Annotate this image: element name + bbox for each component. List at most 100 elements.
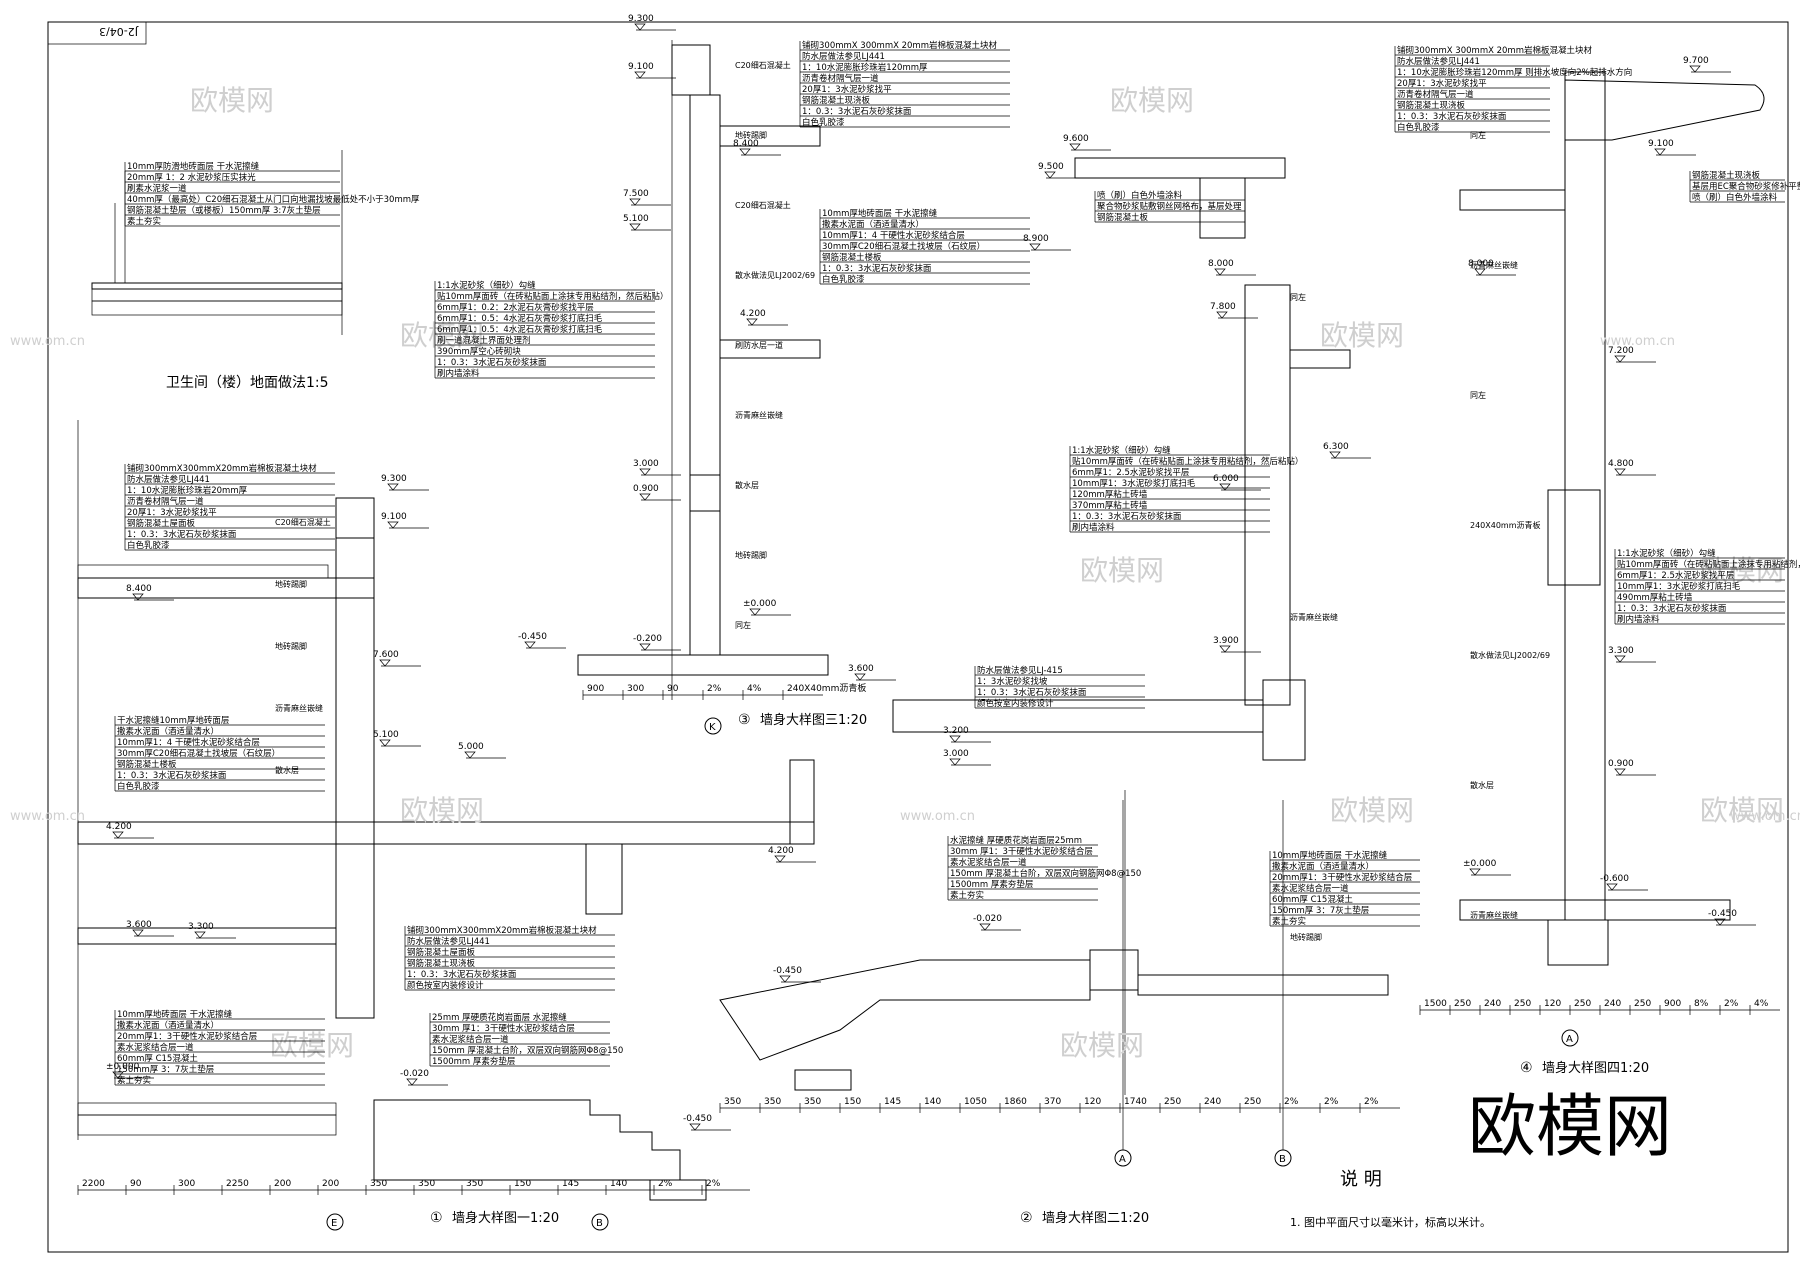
elevation-marker bbox=[1614, 655, 1626, 663]
elevation-label: 9.300 bbox=[381, 474, 407, 484]
elevation-label: 3.300 bbox=[1608, 646, 1634, 656]
d1-parapet bbox=[335, 497, 375, 539]
d4-elevation: 3.300 bbox=[1608, 646, 1656, 663]
d4-wall-note-line: 10mm厚1：3水泥砂浆打底扫毛 bbox=[1617, 581, 1741, 592]
elevation-marker bbox=[1219, 645, 1231, 653]
elevation-label: 9.100 bbox=[381, 512, 407, 522]
d2-roof-note-line: 聚合物砂浆贴敷钢丝网格布，基层处理 bbox=[1097, 201, 1242, 212]
dimension-label: 1740 bbox=[1124, 1097, 1147, 1107]
elevation-label: 3.000 bbox=[633, 459, 659, 469]
d3-floor-note-line: 30mm厚C20细石混凝土找坡层（石纹层） bbox=[822, 241, 985, 252]
elevation-label: 8.900 bbox=[1023, 234, 1049, 244]
d3-roof-note-line: 铺砌300mmX 300mmX 20mm岩棉板混凝土块材 bbox=[802, 40, 997, 51]
callout-label: 散水层 bbox=[275, 765, 299, 775]
bath-note-line: 刷素水泥浆一道 bbox=[127, 183, 187, 194]
callout-label: 散水做法见LJ2002/69 bbox=[735, 270, 815, 280]
sheet-border bbox=[47, 21, 1789, 1253]
d2-wall-note-line: 1:1水泥砂浆（细砂）勾缝 bbox=[1072, 445, 1171, 456]
d2-elevation: 3.900 bbox=[1213, 636, 1261, 653]
d1-ground-layer bbox=[77, 1102, 337, 1116]
dimension-label: 4% bbox=[747, 684, 762, 694]
callout-label: 同左 bbox=[1290, 292, 1306, 302]
d2-wall-note-line: 6mm厚1：2.5水泥砂浆找平层 bbox=[1072, 467, 1189, 478]
d3-floor-note-line: 钢筋混凝土楼板 bbox=[822, 252, 882, 263]
d4-roof-note-line: 沥青卷材隔气层一道 bbox=[1397, 89, 1474, 100]
d2-wall-note-line: 10mm厚1：3水泥砂浆打底扫毛 bbox=[1072, 478, 1196, 489]
watermark: 欧模网 bbox=[1700, 794, 1784, 827]
d1-floor-note-line: 白色乳胶漆 bbox=[117, 781, 160, 792]
watermark: 欧模网 bbox=[400, 794, 484, 827]
elevation-label: -0.200 bbox=[633, 634, 662, 644]
elevation-label: 0.900 bbox=[633, 484, 659, 494]
dimension-label: 240X40mm沥青板 bbox=[787, 682, 866, 694]
d2-stair-note-line: 水泥擦缝 厚硬质花岗岩面层25mm bbox=[950, 835, 1082, 846]
d1-stair-note-line: 1500mm 厚素夯垫层 bbox=[432, 1056, 515, 1067]
axis-label: K bbox=[709, 722, 716, 733]
elevation-marker bbox=[746, 318, 758, 326]
d1-elevation: 3.300 bbox=[188, 922, 236, 939]
dimension-label: 150 bbox=[514, 1179, 531, 1189]
d2-roof-note-line: 喷（刷）白色外墙涂料 bbox=[1097, 190, 1183, 201]
d2-wall-note-line: 贴10mm厚面砖（在砖粘贴面上涂抹专用粘结剂，然后粘贴） bbox=[1072, 456, 1303, 467]
axis-bubble bbox=[1114, 1149, 1132, 1167]
elevation-label: 4.200 bbox=[740, 309, 766, 319]
d1-roof-note-line: 1：0.3：3水泥石灰砂浆抹面 bbox=[127, 529, 237, 540]
sheet-code: J2-04/3 bbox=[99, 25, 139, 38]
elevation-label: 9.600 bbox=[1063, 134, 1089, 144]
d2-ground-note-line: 素水泥浆结合层一道 bbox=[1272, 883, 1349, 894]
d3-wall-note-line: 390mm厚空心砖砌块 bbox=[437, 346, 521, 357]
bath-note-line: 10mm厚防滑地砖面层 干水泥擦缝 bbox=[127, 161, 260, 172]
d4-roof-note-line: 20厚1：3水泥砂浆找平 bbox=[1397, 78, 1487, 89]
d3-elevation: 3.000 bbox=[633, 459, 681, 476]
d4-wall-note-line: 490mm厚粘土砖墙 bbox=[1617, 592, 1693, 603]
d1-floor-note-line: 干水泥擦缝10mm厚地砖面层 bbox=[117, 715, 229, 726]
elevation-label: 6.300 bbox=[1323, 442, 1349, 452]
elevation-marker bbox=[1606, 883, 1618, 891]
elevation-label: 8.000 bbox=[1468, 259, 1494, 269]
dimension-label: 250 bbox=[1634, 999, 1651, 1009]
d1-axis: E bbox=[326, 1213, 344, 1231]
d2-ground-note-line: 20mm厚1：3干硬性水泥砂浆结合层 bbox=[1272, 872, 1412, 883]
dimension-label: 1050 bbox=[964, 1097, 987, 1107]
d4-roof-note-line: 防水层做法参见LJ441 bbox=[1397, 56, 1480, 67]
dimension-label: 2% bbox=[1284, 1097, 1299, 1107]
d4-wall-note: 1:1水泥砂浆（细砂）勾缝贴10mm厚面砖（在砖粘贴面上涂抹专用粘结剂，然后粘贴… bbox=[1614, 548, 1800, 625]
elevation-marker bbox=[629, 223, 641, 231]
d2-ground-note-line: 素土夯实 bbox=[1272, 916, 1306, 927]
elevation-label: 7.200 bbox=[1608, 346, 1634, 356]
d3-roof-note: 铺砌300mmX 300mmX 20mm岩棉板混凝土块材防水层做法参见LJ441… bbox=[799, 40, 1010, 128]
d1-elevation: 9.300 bbox=[381, 474, 429, 491]
dimension-label: 2% bbox=[1364, 1097, 1379, 1107]
elevation-label: 3.200 bbox=[943, 726, 969, 736]
wall-detail-1: ① 墙身大样图一1:20 bbox=[77, 420, 815, 1226]
d4-elevation: 8.000 bbox=[1468, 259, 1516, 276]
elevation-marker bbox=[1714, 918, 1726, 926]
d3-sill bbox=[689, 474, 721, 512]
dimension-label: 2% bbox=[707, 684, 722, 694]
d1-roof-note-line: 沥青卷材隔气层一道 bbox=[127, 496, 204, 507]
callout-label: 地砖踢脚 bbox=[735, 550, 767, 560]
elevation-marker bbox=[132, 929, 144, 937]
axis-label: B bbox=[1279, 1154, 1286, 1165]
watermark-url: www.om.cn bbox=[10, 809, 85, 824]
d1-stair-note-line: 素水泥浆结合层一道 bbox=[432, 1034, 509, 1045]
dimension-label: 140 bbox=[924, 1097, 941, 1107]
elevation-marker bbox=[1614, 768, 1626, 776]
d4-foundation bbox=[1547, 919, 1609, 966]
dimension-label: 120 bbox=[1084, 1097, 1101, 1107]
elevation-label: -0.600 bbox=[1600, 874, 1629, 884]
axis-bubble bbox=[1274, 1149, 1292, 1167]
notes-heading: 说 明 bbox=[1340, 1169, 1382, 1190]
watermark-url: www.om.cn bbox=[900, 809, 975, 824]
elevation-marker bbox=[1029, 243, 1041, 251]
elevation-label: -0.020 bbox=[973, 914, 1002, 924]
d4-elevation: 0.900 bbox=[1608, 759, 1656, 776]
callout-label: C20细石混凝土 bbox=[735, 200, 791, 210]
d3-floor-note-line: 10mm厚地砖面层 干水泥擦缝 bbox=[822, 208, 938, 219]
dimension-label: 200 bbox=[274, 1179, 291, 1189]
d1-wall bbox=[335, 537, 375, 1019]
